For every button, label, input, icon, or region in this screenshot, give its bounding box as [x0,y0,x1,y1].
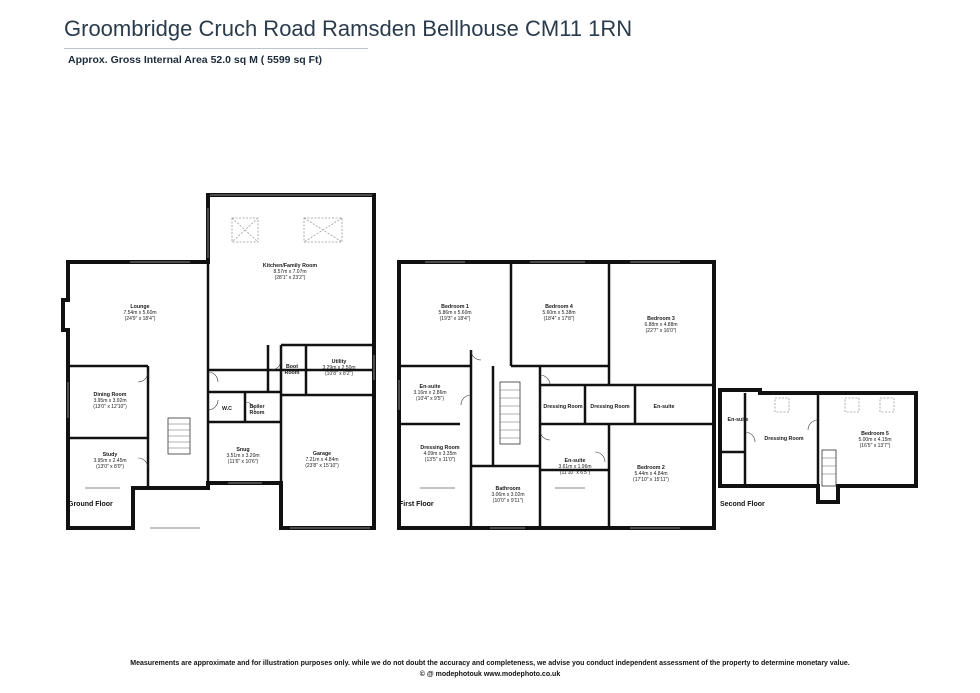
room-name: En-suite [564,458,586,464]
room-metric: 3.06m x 3.02m [491,492,525,498]
room-dining: Dining Room 3.95m x 3.92m (13'0" x 12'10… [93,392,127,410]
room-metric: 7.54m x 5.60m [123,310,157,316]
room-name: Dressing Room [590,404,630,410]
room-bedroom-4: Bedroom 4 5.60m x 5.38m (18'4" x 17'8") [542,304,575,322]
page-title: Groombridge Cruch Road Ramsden Bellhouse… [64,16,633,41]
room-name: Boot [285,364,299,370]
room-imperial: (10'8" x 8'2") [325,371,353,377]
room-metric: 3.29m x 2.50m [322,365,356,371]
room-name: Lounge [130,304,150,310]
room-ensuite-1: En-suite 3.16m x 2.86m (10'4" x 9'5") [413,384,446,402]
room-name: Kitchen/Family Room [262,263,318,269]
room-bedroom-2: Bedroom 2 5.44m x 4.84m (17'10" x 15'11"… [633,465,669,483]
room-dressing-3: Dressing Room 4.09m x 3.35m (13'5" x 11'… [420,445,459,463]
room-metric: 8.57m x 7.07m [273,269,307,275]
room-bedroom-5: Bedroom 5 5.00m x 4.15m (16'5" x 13'7") [858,431,891,449]
room-imperial: (28'1" x 23'2") [274,275,306,281]
room-imperial: (24'9" x 18'4") [124,316,156,322]
room-metric: 5.00m x 4.15m [858,437,892,443]
room-imperial: (13'0" x 12'10") [93,404,127,410]
room-boot: Boot Room [284,364,299,376]
room-name: Bedroom 5 [861,431,889,437]
room-ensuite-second: En-suite [728,417,749,423]
floor-label-second: Second Floor [720,501,765,508]
room-metric: 6.88m x 4.88m [644,322,678,328]
footer-copyright: © @ modephotouk www.modephoto.co.uk [419,671,561,678]
floor-label-first: First Floor [399,501,434,508]
room-name: Dressing Room [543,404,583,410]
room-name: Garage [312,451,332,457]
room-imperial: (10'0" x 9'11") [492,498,524,504]
room-study: Study 3.95m x 2.45m (13'0" x 8'0") [93,452,126,470]
room-imperial: (11'6" x 10'6") [227,459,259,465]
room-dressing-2: Dressing Room [590,404,629,410]
room-wc: W.C [222,406,232,412]
room-imperial: (13'0" x 8'0") [96,464,124,470]
room-name: Boiler [249,404,265,410]
room-name: Bedroom 2 [637,465,665,471]
room-metric: 4.09m x 3.35m [423,451,457,457]
room-imperial: (10'4" x 9'5") [416,396,444,402]
room-imperial: (11'10" x 6'5") [559,470,591,476]
room-name: En-suite [419,384,441,390]
room-metric: 5.86m x 5.60m [438,310,472,316]
room-name: En-suite [727,417,749,423]
room-name: Utility [331,359,347,365]
room-snug: Snug 3.51m x 3.20m (11'6" x 10'6") [226,447,259,465]
room-name-2: Room [249,410,265,416]
room-imperial: (13'5" x 11'0") [424,457,456,463]
stairs-first [499,381,521,445]
room-bedroom-3: Bedroom 3 6.88m x 4.88m (22'7" x 16'0") [644,316,677,334]
room-name: Dressing Room [764,436,804,442]
room-utility: Utility 3.29m x 2.50m (10'8" x 8'2") [322,359,355,377]
room-name: Dining Room [93,392,127,398]
room-name: Study [102,452,118,458]
room-metric: 3.95m x 3.92m [93,398,127,404]
room-ensuite-3: En-suite 3.61m x 1.96m (11'10" x 6'5") [558,458,591,476]
room-imperial: (23'8" x 15'10") [305,463,339,469]
room-metric: 5.60m x 5.38m [542,310,576,316]
room-name: Bedroom 4 [545,304,573,310]
room-dressing-1: Dressing Room [543,404,582,410]
room-imperial: (16'5" x 13'7") [859,443,891,449]
room-name: En-suite [653,404,675,410]
room-kitchen: Kitchen/Family Room 8.57m x 7.07m (28'1"… [263,263,317,281]
room-metric: 7.21m x 4.84m [305,457,339,463]
room-boiler: Boiler Room [249,404,264,416]
room-name: W.C [221,406,233,412]
room-dressing-second: Dressing Room [764,436,803,442]
room-name: Dressing Room [420,445,460,451]
gross-area: Approx. Gross Internal Area 52.0 sq M ( … [68,54,323,66]
room-lounge: Lounge 7.54m x 5.60m (24'9" x 18'4") [123,304,156,322]
room-metric: 3.16m x 2.86m [413,390,447,396]
room-metric: 3.51m x 3.20m [226,453,260,459]
room-imperial: (19'3" x 18'4") [439,316,471,322]
room-ensuite-2: En-suite [654,404,675,410]
room-imperial: (18'4" x 17'8") [543,316,575,322]
room-bedroom-1: Bedroom 1 5.86m x 5.60m (19'3" x 18'4") [438,304,471,322]
room-name: Bathroom [495,486,521,492]
stairs-second [821,449,837,487]
room-imperial: (22'7" x 16'0") [645,328,677,334]
room-name: Bedroom 3 [647,316,675,322]
room-metric: 5.44m x 4.84m [634,471,668,477]
footer-disclaimer: Measurements are approximate and for ill… [130,660,850,667]
title-divider [64,48,368,49]
room-bathroom: Bathroom 3.06m x 3.02m (10'0" x 9'11") [491,486,524,504]
floor-label-ground: Ground Floor [68,501,113,508]
room-metric: 3.95m x 2.45m [93,458,127,464]
room-imperial: (17'10" x 15'11") [633,477,669,483]
room-metric: 3.61m x 1.96m [558,464,592,470]
room-name-2: Room [284,370,300,376]
room-garage: Garage 7.21m x 4.84m (23'8" x 15'10") [305,451,339,469]
room-name: Bedroom 1 [441,304,469,310]
room-name: Snug [236,447,250,453]
